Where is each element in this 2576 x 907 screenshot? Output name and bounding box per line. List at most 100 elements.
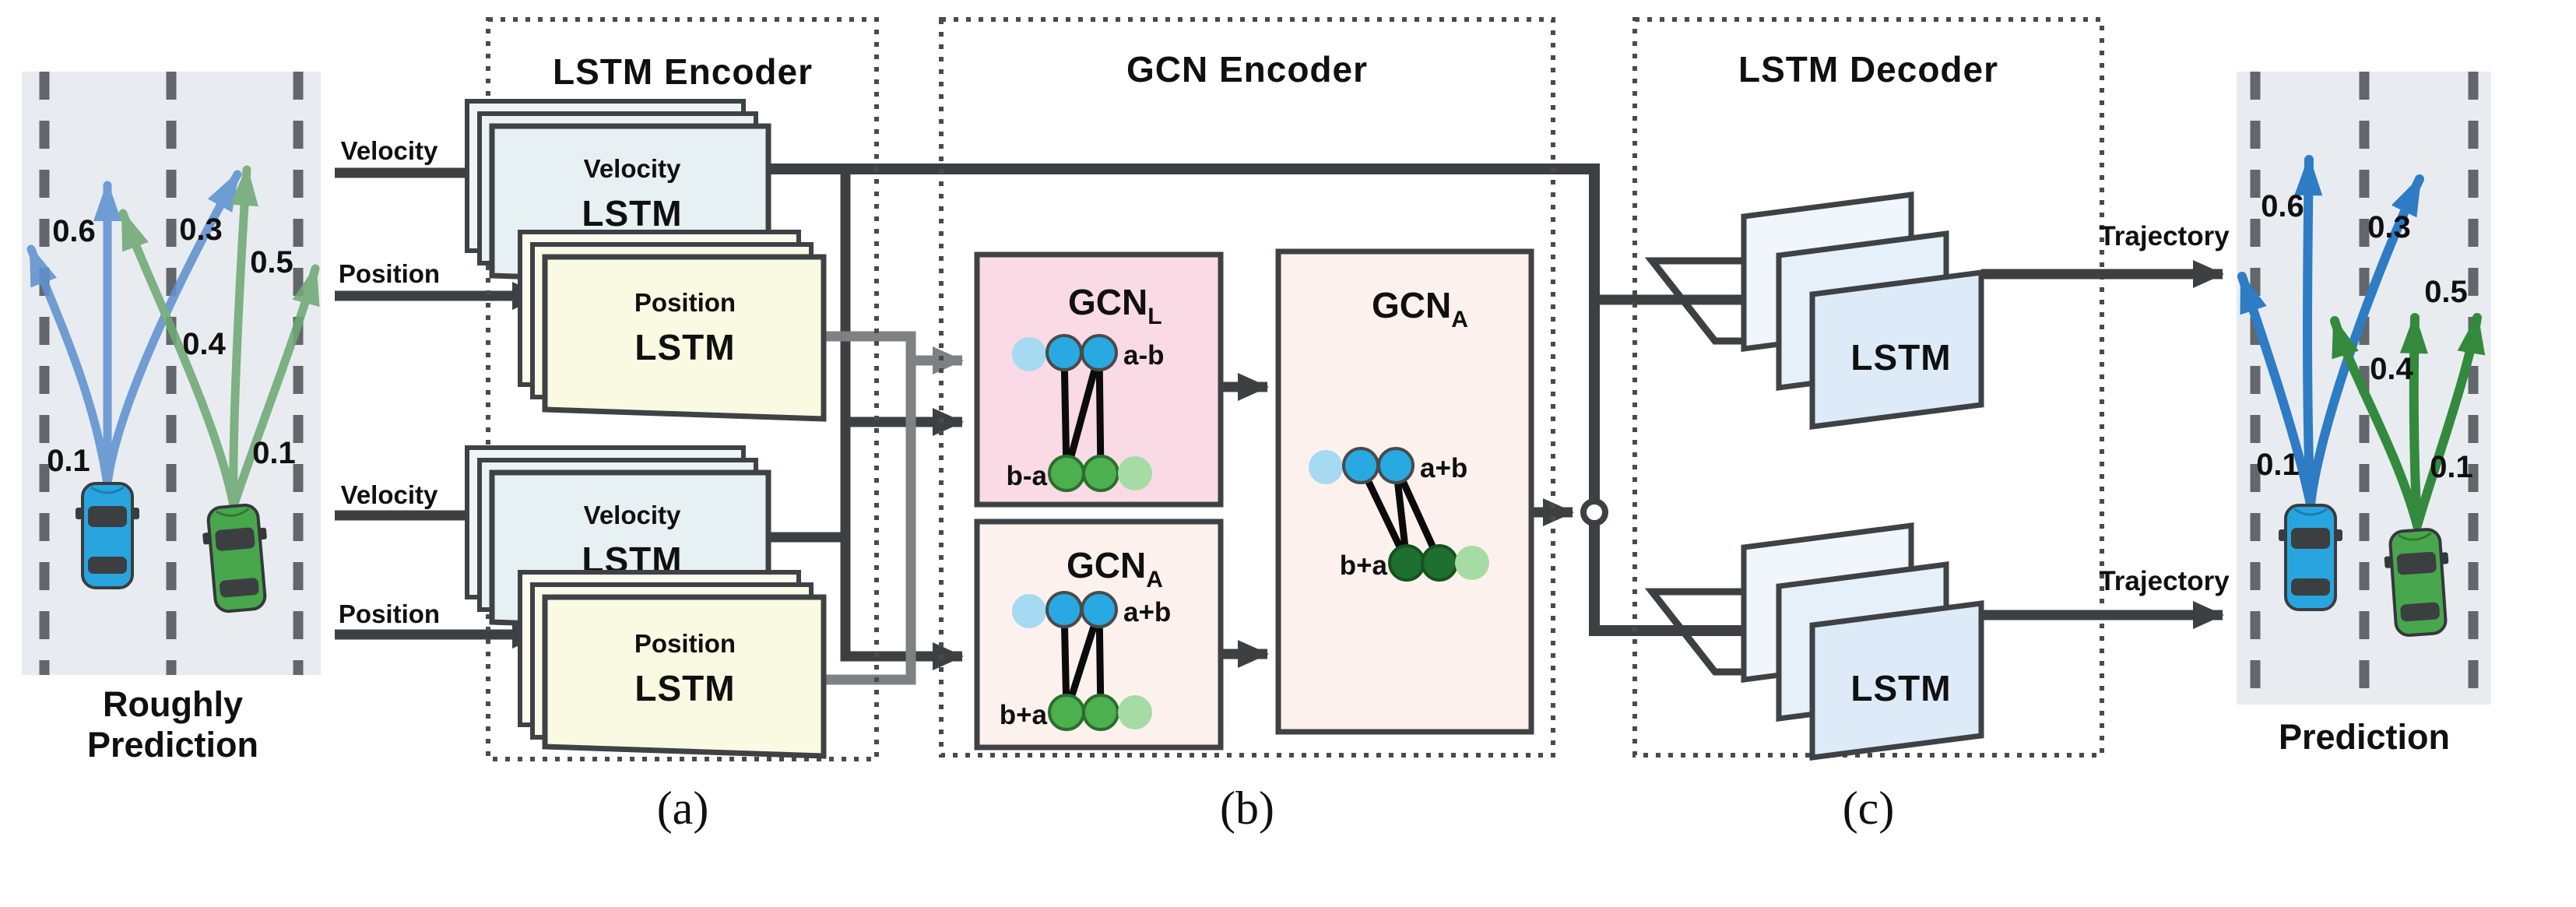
right-trajectory-arrows (2237, 155, 2486, 530)
velocity-trunk-line (840, 169, 964, 670)
node-green (1048, 455, 1085, 492)
trajectory-label-upper: Trajectory (2099, 221, 2230, 251)
right-blue-trajectory-left (2237, 272, 2315, 509)
left-trajectory-arrows (26, 165, 320, 511)
left-panel-caption-line2: Prediction (87, 725, 258, 765)
left-prob-blue-01: 0.1 (47, 444, 90, 478)
gcn-l-title-sub: L (1147, 304, 1161, 329)
caption-c: (c) (1843, 782, 1895, 834)
right-prob-blue-01: 0.1 (2256, 448, 2300, 482)
velocity-bypass-line (766, 163, 1779, 636)
position-trunk-line (824, 331, 916, 685)
right-prob-green-05: 0.5 (2424, 275, 2468, 309)
graph-edge (1060, 352, 1070, 474)
right-prob-green-04: 0.4 (2370, 352, 2413, 386)
gcn-encoder-title: GCN Encoder (1126, 49, 1368, 90)
card-front (542, 254, 827, 422)
lstm-encoder-title: LSTM Encoder (553, 51, 813, 92)
left-prob-blue-03: 0.3 (179, 213, 223, 247)
position-lstm-stack-2: Position LSTM (518, 570, 827, 759)
right-prob-blue-06: 0.6 (2261, 189, 2304, 223)
lstm-decoder-block: LSTM Decoder LSTM LSTM (c) (1632, 17, 2104, 834)
card-front (1809, 600, 1984, 761)
card-label-line1: Velocity (584, 501, 681, 529)
card-label-line1: Velocity (584, 154, 681, 183)
node-blue (1046, 334, 1083, 371)
encoder-inputs: Velocity Position Velocity Position (335, 136, 543, 649)
gcn-a-big-graph: a+b b+a (1309, 447, 1489, 582)
gcn-l-top-label: a-b (1123, 340, 1165, 371)
node-green (1082, 455, 1119, 492)
decoder-card-label: LSTM (1850, 337, 1951, 378)
left-green-trajectory-left (118, 209, 238, 511)
card-label-line2: LSTM (634, 327, 735, 367)
gcn-a-big-top-label: a+b (1420, 453, 1467, 483)
gcn-a-small-title-sub: A (1146, 567, 1163, 592)
gcn-a-big-bottom-label: b+a (1340, 550, 1388, 581)
gcn-a-small-box: GCNA a+b b+a (974, 519, 1224, 751)
node-green (1082, 694, 1119, 731)
node-blue (1377, 447, 1415, 484)
node-light-blue (1309, 450, 1343, 484)
node-light-blue (1012, 594, 1046, 628)
gcn-a-small-title: GCNA (1067, 545, 1163, 592)
right-green-trajectory-left (2330, 316, 2422, 530)
connection-lines (766, 163, 1779, 685)
gcn-a-small-bottom-label: b+a (1000, 700, 1048, 730)
lstm-encoder-border (486, 17, 879, 761)
input-label-velocity-1: Velocity (341, 136, 438, 165)
graph-edge (1095, 352, 1105, 474)
node-green (1048, 694, 1085, 731)
input-label-position-1: Position (339, 259, 440, 288)
position-lstm-stack-1: Position LSTM (518, 230, 827, 422)
right-road-panel: 0.6 0.3 0.1 0.5 0.4 0.1 Prediction (2237, 72, 2491, 757)
gcn-encoder-block: GCN Encoder GCNL a-b b-a GCNA (939, 17, 1555, 834)
caption-a: (a) (657, 782, 709, 834)
left-blue-trajectory-right (103, 170, 242, 489)
left-prob-green-01: 0.1 (252, 436, 296, 470)
gcn-a-big-title-main: GCN (1372, 285, 1451, 325)
lstm-decoder-border (1632, 17, 2104, 758)
lstm-decoder-title: LSTM Decoder (1738, 49, 1998, 90)
gcn-l-bottom-label: b-a (1007, 461, 1048, 491)
left-prob-blue-06: 0.6 (52, 214, 96, 248)
node-light-green (1118, 695, 1152, 729)
concat-node-circle (1580, 498, 1608, 526)
trajectory-label-lower: Trajectory (2099, 566, 2230, 596)
trajectory-outputs: Trajectory Trajectory (1981, 221, 2230, 629)
gcn-l-title: GCNL (1068, 282, 1162, 329)
lstm-encoder-block: LSTM Encoder Velocity LSTM Position LSTM… (465, 17, 879, 834)
gcn-a-small-top-label: a+b (1123, 597, 1171, 628)
card-label-line1: Position (634, 288, 736, 317)
left-panel-caption-line1: Roughly (103, 684, 243, 724)
node-blue (1046, 591, 1083, 628)
card-label-line2: LSTM (634, 668, 735, 708)
node-blue (1081, 591, 1118, 628)
node-light-green (1118, 456, 1152, 490)
node-light-green (1455, 546, 1489, 580)
card-label-line1: Position (634, 629, 736, 658)
right-prob-blue-03: 0.3 (2367, 210, 2411, 244)
left-green-trajectory-right (229, 264, 320, 511)
right-green-trajectory-right (2413, 313, 2486, 530)
gcn-a-big-title-sub: A (1451, 307, 1468, 332)
card-front (1809, 269, 1984, 430)
right-panel-caption: Prediction (2279, 717, 2450, 757)
card-label-line2: LSTM (582, 193, 682, 234)
left-blue-car (74, 482, 141, 589)
caption-b: (b) (1220, 782, 1274, 834)
node-blue (1342, 447, 1379, 484)
left-prob-green-05: 0.5 (250, 245, 293, 279)
right-blue-trajectory-straight (2294, 155, 2323, 509)
decoder-stack-lower: LSTM (1644, 522, 1984, 761)
decoder-stack-upper: LSTM (1644, 192, 1984, 430)
decoder-card-label: LSTM (1850, 668, 1951, 708)
card-front (542, 594, 827, 759)
left-road-panel: 0.6 0.3 0.1 0.5 0.4 0.1 Roughly Predicti… (22, 72, 321, 765)
node-light-blue (1012, 337, 1046, 371)
gcn-a-big-box: GCNA a+b b+a (1275, 248, 1534, 735)
gcn-a-small-graph: a+b b+a (1000, 591, 1171, 731)
gcn-l-title-main: GCN (1068, 282, 1147, 322)
